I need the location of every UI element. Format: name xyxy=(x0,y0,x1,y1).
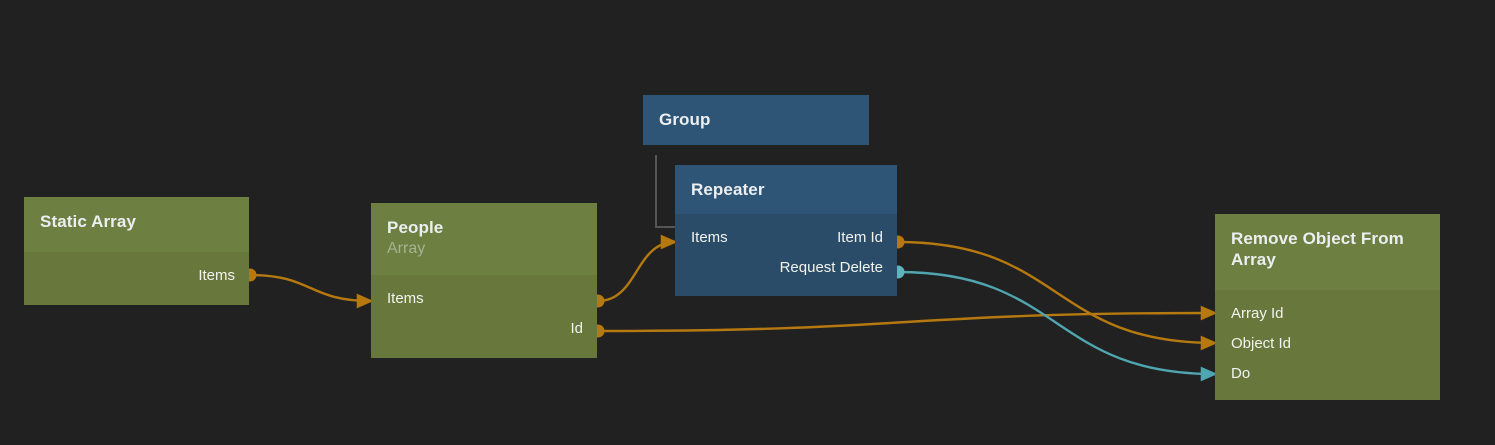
port-row-repeater-items[interactable]: Items Item Id xyxy=(675,223,897,253)
port-label-do: Do xyxy=(1231,365,1251,382)
node-remove-object-from-array-body: Array Id Object Id Do xyxy=(1215,290,1440,400)
port-label-repeater-item-id-out: Item Id xyxy=(837,229,883,246)
node-people-title: People xyxy=(387,218,444,237)
port-label-static-array-items: Items xyxy=(198,267,235,284)
node-remove-object-from-array[interactable]: Remove Object From Array Array Id Object… xyxy=(1215,214,1440,400)
node-repeater-header: Repeater xyxy=(675,165,897,214)
node-remove-object-from-array-title: Remove Object From Array xyxy=(1231,229,1404,269)
node-group-title: Group xyxy=(659,110,711,129)
node-repeater-title: Repeater xyxy=(691,180,765,199)
node-group[interactable]: Group xyxy=(643,95,869,145)
edge-static-items-to-people-items[interactable] xyxy=(249,273,374,309)
port-label-repeater-request-delete-out: Request Delete xyxy=(779,259,883,276)
port-label-array-id: Array Id xyxy=(1231,305,1284,322)
port-row-array-id[interactable]: Array Id xyxy=(1215,299,1440,329)
node-static-array-header: Static Array xyxy=(24,197,249,252)
port-label-people-items-in: Items xyxy=(387,290,424,307)
edge-item-id-to-object-id[interactable] xyxy=(897,240,1218,351)
port-label-repeater-items-in: Items xyxy=(691,229,728,246)
port-row-people-id[interactable]: Id xyxy=(371,314,597,344)
port-row-static-array-items[interactable]: Items xyxy=(24,261,249,291)
node-people-header: People Array xyxy=(371,203,597,275)
port-label-people-id-out: Id xyxy=(570,320,583,337)
node-group-header: Group xyxy=(643,95,869,145)
port-row-object-id[interactable]: Object Id xyxy=(1215,329,1440,359)
edge-people-items-to-repeater-items[interactable] xyxy=(597,234,678,303)
group-bracket xyxy=(655,155,677,228)
node-people[interactable]: People Array Items Id xyxy=(371,203,597,358)
node-people-body: Items Id xyxy=(371,275,597,358)
edge-people-id-to-array-id[interactable] xyxy=(597,305,1218,333)
port-row-do[interactable]: Do xyxy=(1215,359,1440,389)
node-static-array-title: Static Array xyxy=(40,212,137,231)
port-label-object-id: Object Id xyxy=(1231,335,1292,352)
edge-request-delete-to-do[interactable] xyxy=(897,270,1218,382)
node-people-subtitle: Array xyxy=(387,240,426,257)
node-static-array-body: Items xyxy=(24,252,249,305)
node-repeater[interactable]: Repeater Items Item Id Request Delete xyxy=(675,165,897,296)
node-remove-object-from-array-header: Remove Object From Array xyxy=(1215,214,1440,290)
node-repeater-body: Items Item Id Request Delete xyxy=(675,214,897,296)
port-row-people-items[interactable]: Items xyxy=(371,284,597,314)
port-row-repeater-request-delete[interactable]: Request Delete xyxy=(675,253,897,283)
node-static-array[interactable]: Static Array Items xyxy=(24,197,249,305)
